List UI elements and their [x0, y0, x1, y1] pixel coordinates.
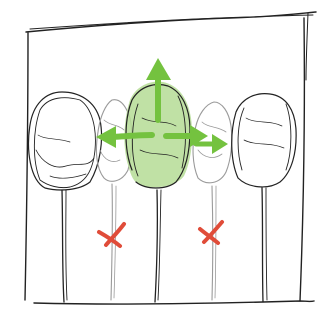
left-tree: [29, 92, 102, 302]
x-mark: [99, 224, 124, 246]
x-mark: [200, 222, 222, 243]
right-tree: [232, 94, 296, 302]
